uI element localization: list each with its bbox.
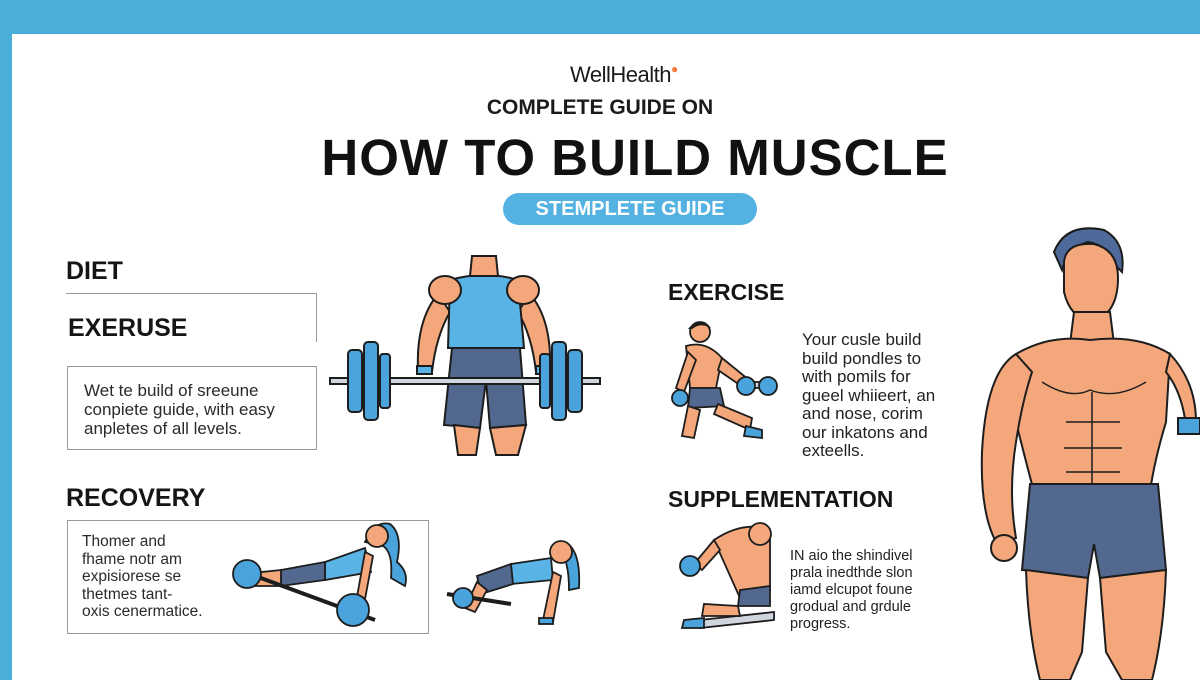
text-line: thetmes tant- [82, 585, 173, 603]
text-line: and nose, corim [802, 404, 923, 423]
text-line: conpiete guide, with easy [84, 400, 275, 419]
text-line: prala inedthde slon [790, 565, 913, 581]
page-title: HOW TO BUILD MUSCLE [321, 129, 949, 186]
recovery-barbell-illustration [232, 522, 407, 627]
guide-badge: STEMPLETE GUIDE [503, 193, 757, 225]
bench-curl-illustration [679, 522, 775, 630]
supplementation-text: IN aio the shindivel prala inedthde slon… [790, 548, 913, 633]
text-line: Wet te build of sreeune [84, 381, 259, 400]
text-line: progress. [790, 616, 851, 632]
exercise-heading-left: EXERUSE [68, 314, 188, 342]
text-line: gueel whiieert, an [802, 385, 936, 405]
deadlift-illustration [329, 255, 601, 456]
text-line: build pondles to [802, 348, 922, 368]
subtitle: COMPLETE GUIDE ON [486, 96, 714, 119]
diet-heading: DIET [66, 257, 123, 285]
text-line: iamd elcupot foune [790, 582, 913, 598]
exercise-heading-right: EXERCISE [668, 279, 785, 305]
text-line: Your cusle build [802, 330, 922, 349]
supplementation-heading: SUPPLEMENTATION [668, 486, 894, 512]
text-line: expisiorese se [82, 568, 182, 585]
recovery-heading: RECOVERY [66, 484, 206, 512]
text-line: our inkatons and [802, 422, 928, 442]
diet-divider [66, 293, 317, 342]
text-line: fhame notr am [82, 550, 182, 568]
text-line: exteells. [802, 441, 865, 460]
exercise-text: Your cusle build build pondles to with p… [802, 330, 936, 461]
muscular-man-illustration [980, 227, 1200, 680]
text-line: IN aio the shindivel [790, 548, 913, 564]
exercise-description-box: Wet te build of sreeune conpiete guide, … [67, 366, 317, 450]
text-line: Thomer and [82, 533, 166, 550]
text-line: anpletes of all levels. [84, 419, 242, 438]
brand-logo: WellHealth● [570, 62, 678, 87]
recovery-crawl-illustration [446, 540, 581, 625]
lunge-illustration [671, 321, 778, 440]
text-line: grodual and grdule [790, 599, 911, 615]
text-line: with pomils for [802, 367, 911, 386]
text-line: oxis cenermatice. [82, 603, 203, 620]
